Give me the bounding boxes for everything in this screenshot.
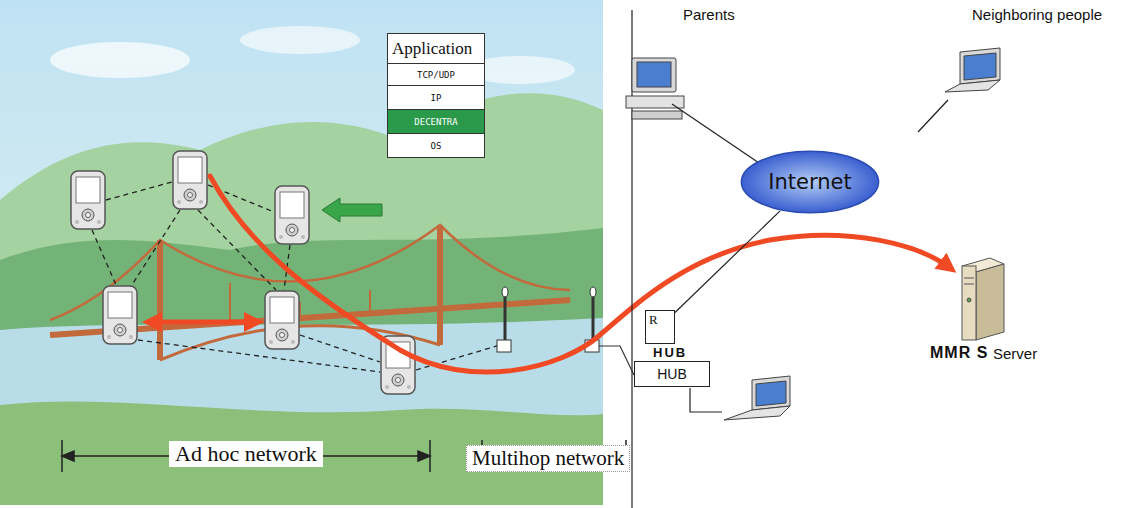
node-label: OS xyxy=(431,141,442,151)
green-arrow xyxy=(322,198,382,222)
node-label: R xyxy=(649,312,674,328)
neighbor-laptop xyxy=(918,48,1000,132)
pda-devices xyxy=(381,336,415,394)
adhoc-links xyxy=(92,230,116,285)
landscape-background xyxy=(240,26,360,54)
pda-devices xyxy=(173,151,207,209)
server-icon xyxy=(964,278,974,279)
bridge-drawing xyxy=(229,283,231,323)
antenna-poles xyxy=(592,292,595,340)
stack-layer: OS xyxy=(387,133,485,158)
parents-computer xyxy=(632,111,682,119)
adhoc-links xyxy=(106,182,172,200)
server-icon xyxy=(964,284,974,285)
parents-computer xyxy=(626,58,762,165)
pda-devices xyxy=(103,286,137,344)
internet-cloud: Internet xyxy=(740,150,880,214)
pda-devices xyxy=(71,171,105,229)
adhoc-links xyxy=(138,340,380,372)
ellipse-outline xyxy=(741,151,878,212)
antenna-poles xyxy=(497,287,634,375)
bridge-drawing xyxy=(437,225,443,345)
router-box: R xyxy=(645,310,675,344)
neighbor-laptop xyxy=(960,48,1000,84)
pda-devices xyxy=(275,186,309,244)
landscape-background xyxy=(50,42,190,78)
antenna-poles xyxy=(599,346,634,375)
node-heading: HUB xyxy=(653,345,687,360)
neighbor-laptop xyxy=(964,53,996,80)
stack-layer: Application xyxy=(387,33,485,64)
server-icon xyxy=(967,298,971,302)
server-icon xyxy=(976,264,1004,340)
adhoc-links xyxy=(416,345,500,370)
node-label: TCP/UDP xyxy=(417,70,455,80)
landscape-background xyxy=(0,318,603,505)
node-label: HUB xyxy=(657,366,687,382)
node-label: Application xyxy=(392,39,472,59)
stack-layer: DECENTRA xyxy=(387,109,485,134)
landscape-background xyxy=(0,93,603,505)
hub-laptop xyxy=(756,381,786,406)
server-icon xyxy=(962,258,1004,340)
range-bracket xyxy=(418,451,430,461)
parents-computer xyxy=(637,62,671,87)
antenna-poles xyxy=(497,340,511,352)
adhoc-links xyxy=(130,210,180,288)
network-range-label: Multihop network xyxy=(466,445,630,472)
antenna-poles xyxy=(590,287,596,297)
network-range-label: Ad hoc network xyxy=(169,441,323,467)
antenna-poles xyxy=(502,287,508,297)
node-label: IP xyxy=(431,93,442,103)
pda-devices xyxy=(71,151,415,394)
antenna-poles xyxy=(504,292,507,340)
stack-layer: TCP/UDP xyxy=(387,63,485,86)
parents-computer xyxy=(632,58,676,92)
neighbor-laptop xyxy=(945,80,1000,92)
node-label: Internet xyxy=(768,170,851,194)
bridge-drawing xyxy=(50,225,570,360)
hub-laptop xyxy=(752,376,790,410)
hub-box: HUBHUB xyxy=(634,361,710,387)
node-label: DECENTRA xyxy=(414,117,457,127)
stack-layer: IP xyxy=(387,85,485,110)
red-route xyxy=(150,320,256,325)
range-bracket xyxy=(62,451,74,461)
hub-laptop xyxy=(690,388,722,412)
group-label: Parents xyxy=(683,6,735,23)
adhoc-links xyxy=(300,335,380,362)
group-label: Neighboring people xyxy=(972,6,1102,23)
parents-computer xyxy=(672,104,762,165)
server-label: Server xyxy=(993,345,1037,362)
bridge-drawing xyxy=(369,290,371,313)
landscape-background xyxy=(0,0,603,505)
neighbor-laptop xyxy=(918,100,948,132)
server-icon xyxy=(962,266,976,340)
network-link xyxy=(675,211,780,313)
pda-devices xyxy=(265,291,299,349)
green-arrow xyxy=(322,198,382,222)
hub-laptop xyxy=(724,406,790,420)
landscape-background xyxy=(0,0,603,505)
server-name: MMR S xyxy=(930,344,988,362)
